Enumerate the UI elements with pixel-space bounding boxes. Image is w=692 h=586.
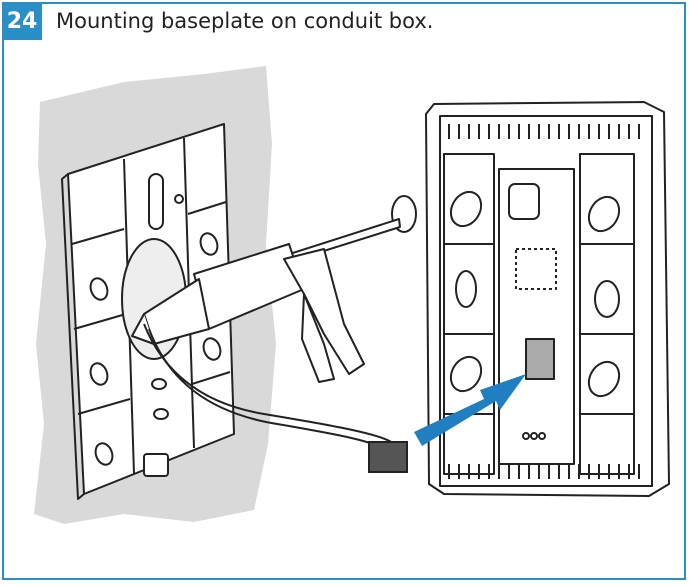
mounting-illustration (34, 66, 670, 524)
connector-plug (368, 441, 408, 473)
caulk-gun (131, 195, 417, 383)
cable (143, 323, 395, 453)
insert-arrow (414, 374, 526, 446)
baseplate-front (425, 101, 670, 497)
step-number-badge: 24 (2, 2, 42, 40)
bottom-rule (2, 578, 686, 580)
step-header: 24 Mounting baseplate on conduit box. (2, 2, 433, 40)
step-title: Mounting baseplate on conduit box. (56, 9, 434, 33)
